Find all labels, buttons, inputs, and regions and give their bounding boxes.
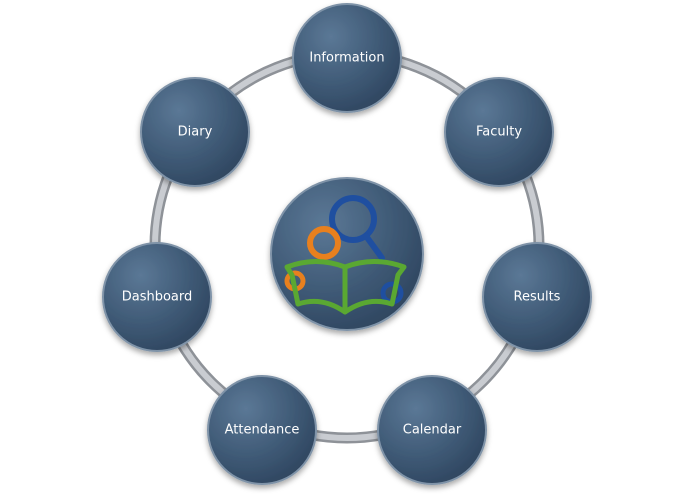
node-diary-label: Diary [178, 125, 213, 140]
adult-arm-shape [363, 233, 385, 261]
node-faculty[interactable]: Faculty [444, 77, 554, 187]
node-attendance[interactable]: Attendance [207, 375, 317, 485]
node-faculty-label: Faculty [476, 125, 522, 140]
node-diary[interactable]: Diary [140, 77, 250, 187]
node-calendar[interactable]: Calendar [377, 375, 487, 485]
node-information-label: Information [309, 51, 384, 66]
child-head-shape [307, 226, 341, 260]
outer-nodes: Information Faculty Results Calendar Att… [102, 3, 592, 485]
node-dashboard[interactable]: Dashboard [102, 242, 212, 352]
adult-head-shape [329, 195, 377, 243]
reading-person-with-book-icon [284, 195, 407, 315]
node-results[interactable]: Results [482, 242, 592, 352]
node-information[interactable]: Information [292, 3, 402, 113]
book-shape [284, 259, 407, 315]
node-results-label: Results [514, 290, 561, 305]
node-dashboard-label: Dashboard [122, 290, 193, 305]
node-attendance-label: Attendance [225, 423, 300, 438]
node-calendar-label: Calendar [403, 423, 462, 438]
